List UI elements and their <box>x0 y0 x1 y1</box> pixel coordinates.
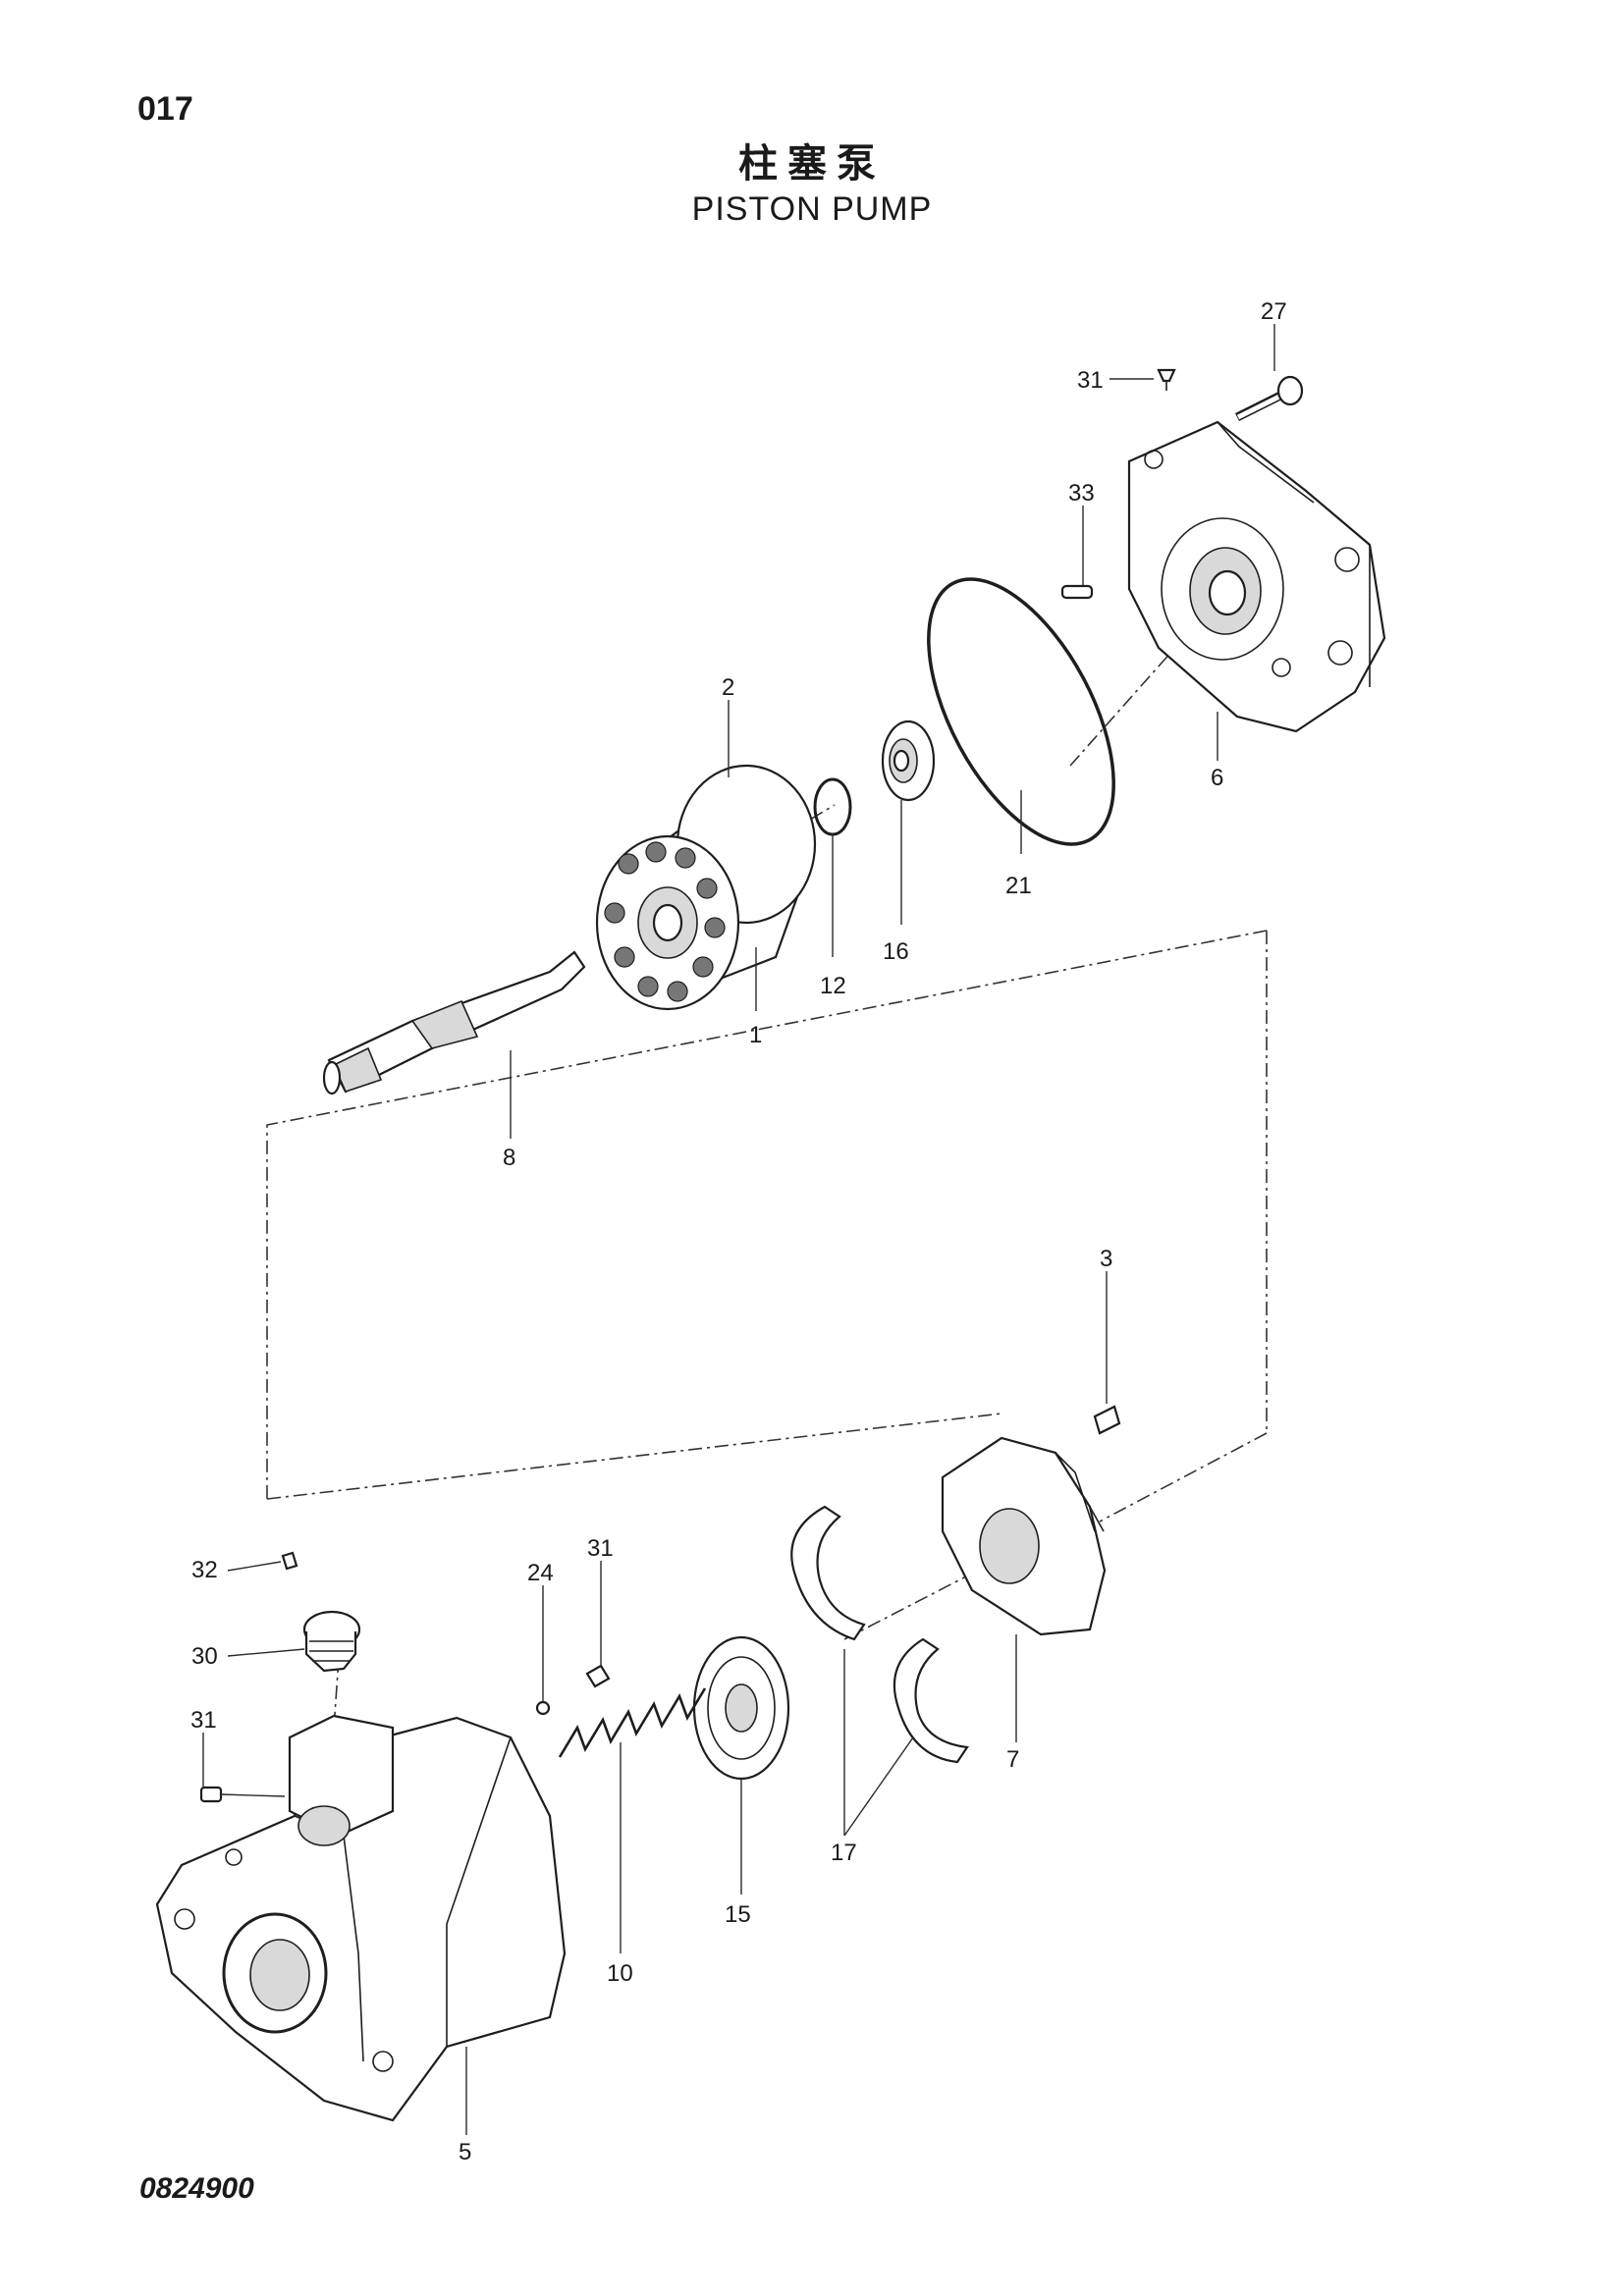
part-3-pin <box>1093 1405 1121 1435</box>
callout-27: 27 <box>1261 298 1287 325</box>
callout-30: 30 <box>191 1643 218 1670</box>
callout-1: 1 <box>749 1022 762 1048</box>
part-31-screw-top <box>1157 368 1176 391</box>
part-32-screw <box>281 1551 298 1571</box>
part-8-shaft <box>322 950 586 1095</box>
title-english: PISTON PUMP <box>691 190 933 228</box>
part-17-bushings <box>790 1505 969 1764</box>
page-number: 017 <box>137 90 193 128</box>
callout-16: 16 <box>883 938 909 965</box>
part-31-screw-mid <box>585 1664 611 1688</box>
part-12-snap-ring <box>813 777 852 836</box>
callout-33: 33 <box>1068 480 1095 507</box>
part-5-pump-housing <box>155 1714 567 2122</box>
part-7-swash-plate <box>941 1436 1107 1636</box>
part-33-pin <box>1060 584 1094 600</box>
callout-labels: 27 31 33 6 2 21 16 12 1 8 3 32 30 31 24 … <box>190 298 1287 2165</box>
part-24-ball <box>535 1700 551 1716</box>
callout-31-top: 31 <box>1077 367 1104 394</box>
callout-7: 7 <box>1006 1746 1019 1773</box>
part-16-bearing <box>881 720 936 802</box>
callout-21: 21 <box>1005 873 1032 899</box>
callout-12: 12 <box>820 973 846 999</box>
callout-5: 5 <box>459 2139 471 2165</box>
callout-6: 6 <box>1211 765 1223 791</box>
part-1-2-cylinder-block <box>595 764 817 1011</box>
callout-17: 17 <box>831 1840 857 1866</box>
callout-24: 24 <box>527 1560 554 1586</box>
callout-31-left: 31 <box>190 1707 217 1734</box>
part-10-spring <box>558 1687 707 1758</box>
callout-8: 8 <box>503 1145 515 1171</box>
callout-31-mid: 31 <box>587 1535 614 1562</box>
callout-10: 10 <box>607 1960 633 1987</box>
part-27-bolt <box>1234 375 1304 422</box>
title-chinese: 柱塞泵 <box>738 141 886 187</box>
leader-lines <box>202 324 1275 2135</box>
part-21-o-ring <box>927 577 1115 846</box>
part-31-screw-left <box>199 1786 223 1803</box>
callout-15: 15 <box>725 1901 751 1928</box>
part-15-bearing <box>692 1635 790 1781</box>
document-code: 0824900 <box>139 2172 254 2205</box>
callout-2: 2 <box>722 674 734 701</box>
part-30-plug <box>302 1610 361 1673</box>
callout-3: 3 <box>1100 1246 1112 1272</box>
part-6-end-cover <box>1127 420 1386 733</box>
callout-32: 32 <box>191 1557 218 1583</box>
